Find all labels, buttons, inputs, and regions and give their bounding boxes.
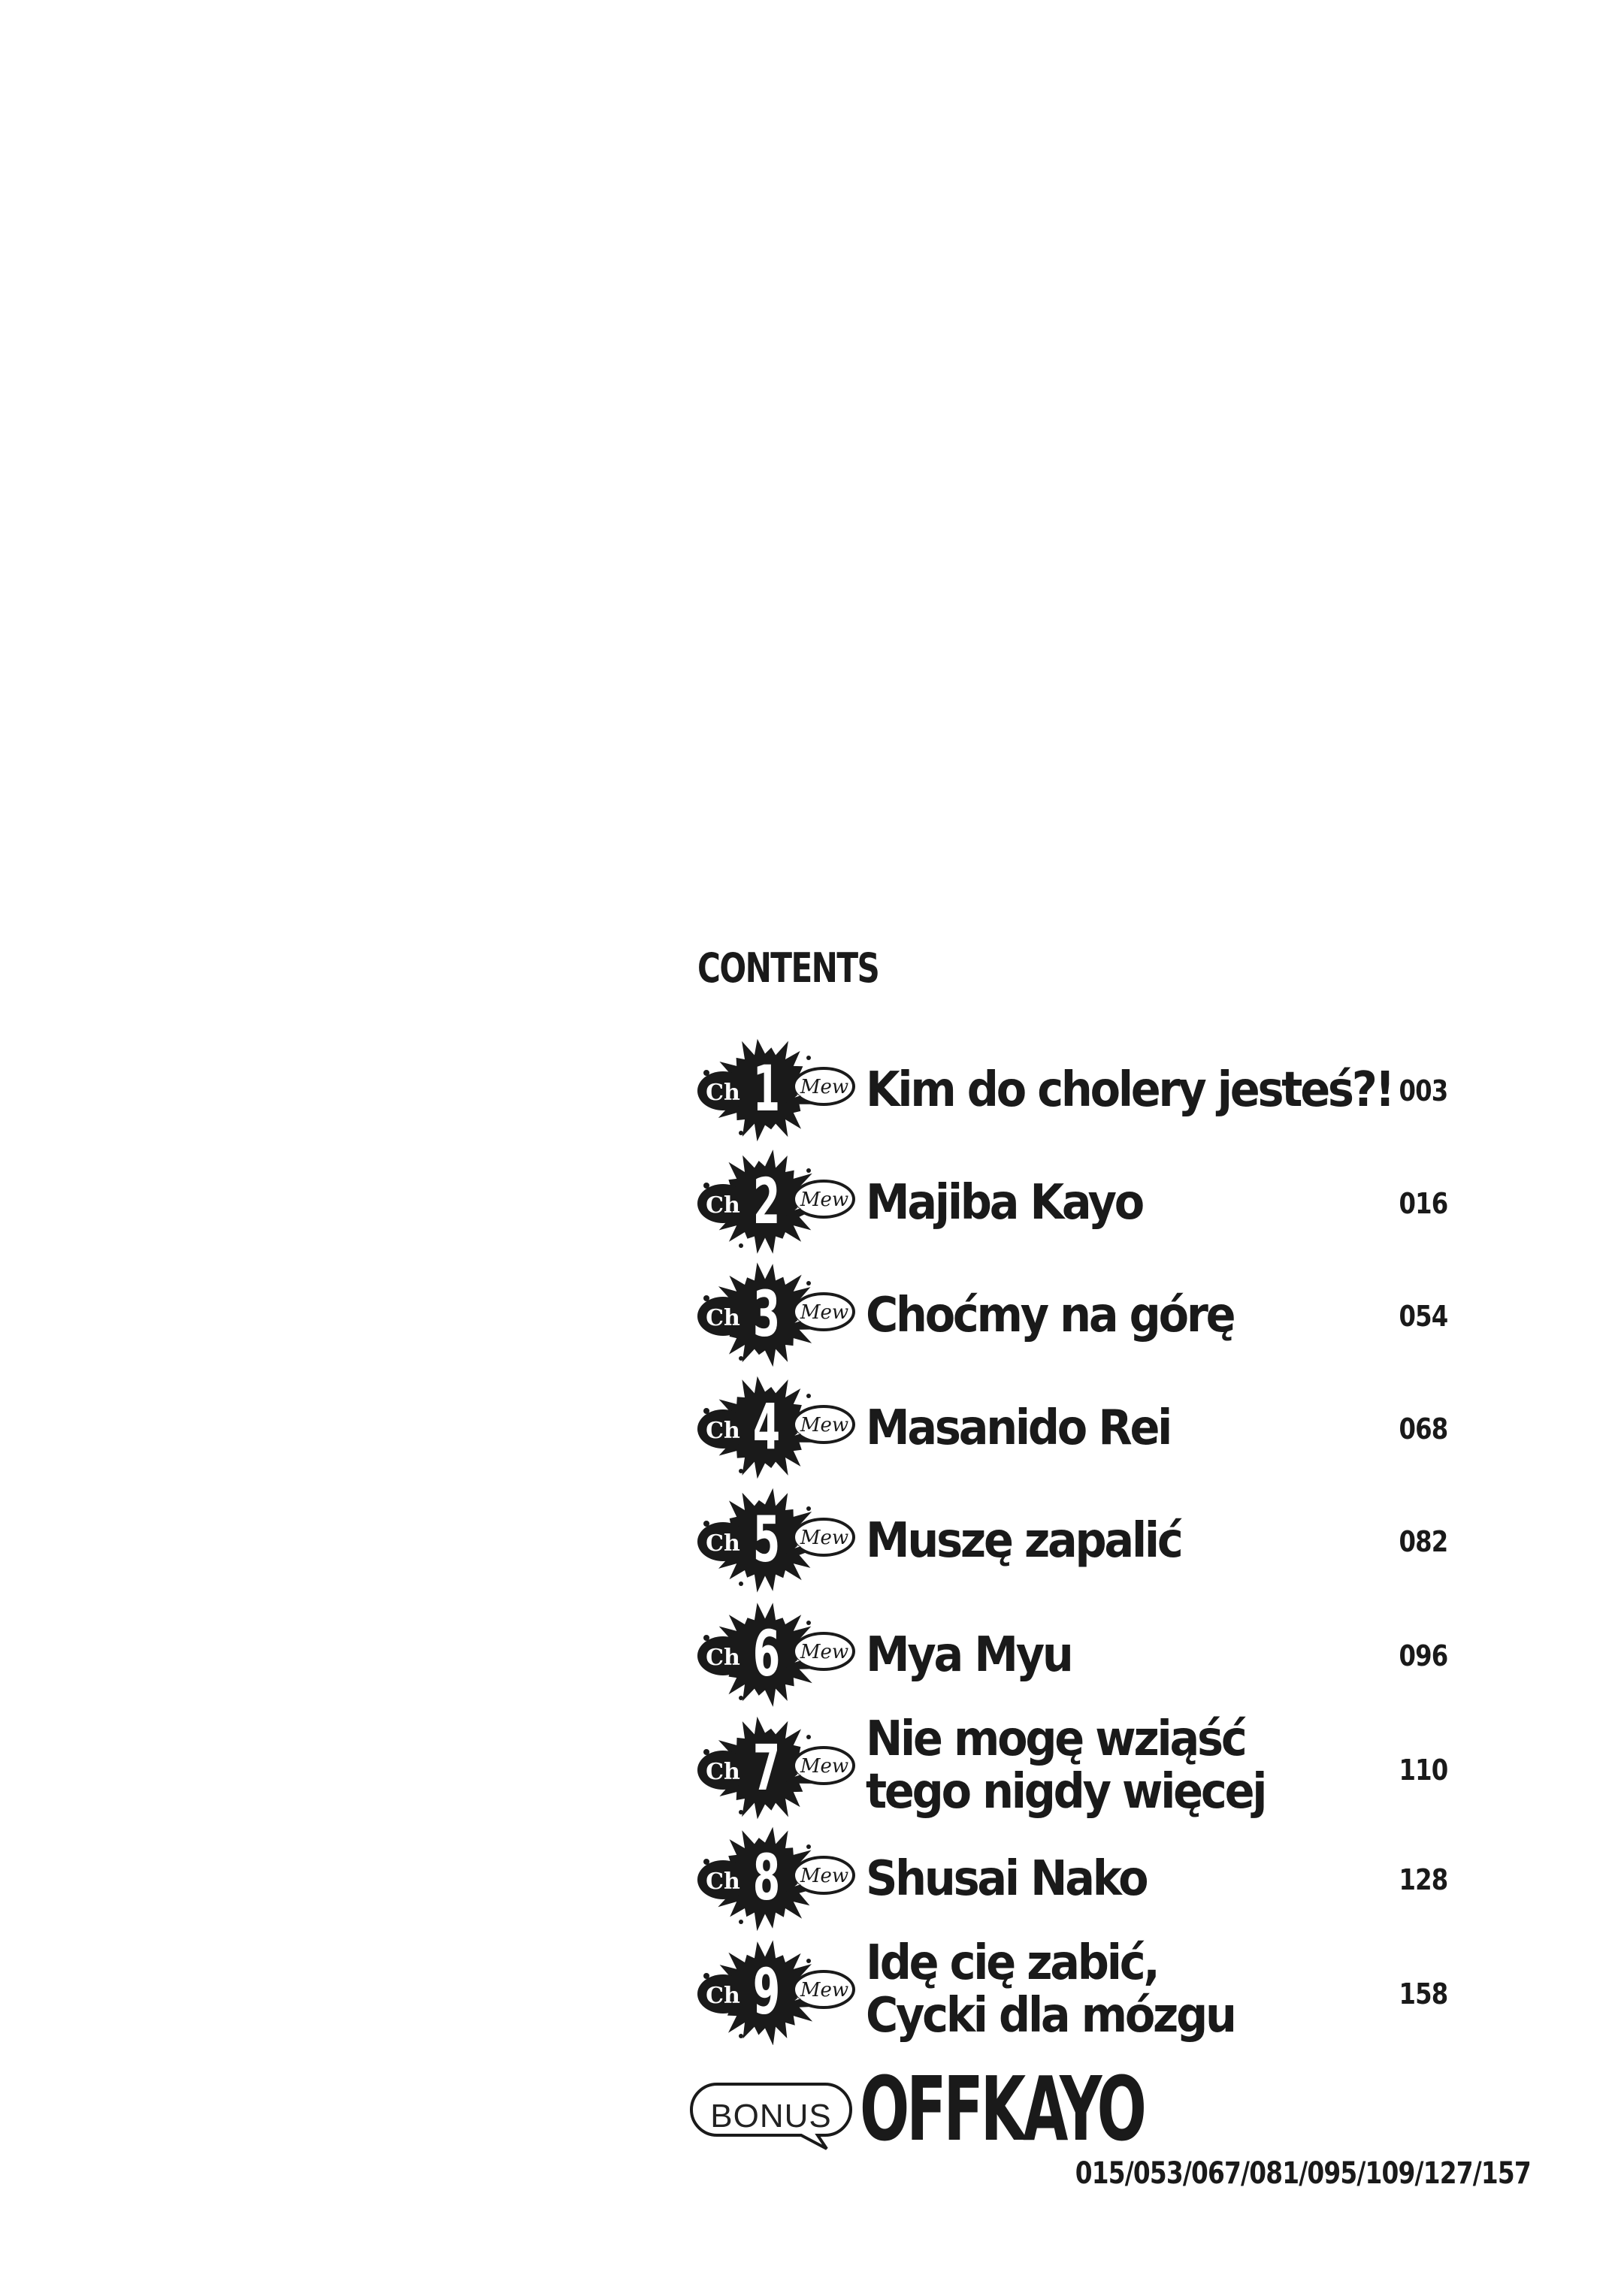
chapter-page-number: 110 — [1399, 1754, 1448, 1787]
badge-number-text: 9 — [753, 1956, 780, 2029]
chapter-badge-icon: Ch 8 Mew — [696, 1826, 857, 1931]
chapter-badge-graphic: Ch 9 Mew — [697, 1940, 855, 2045]
badge-number-text: 8 — [753, 1841, 780, 1914]
badge-suffix-text: Mew — [800, 1189, 848, 1211]
chapter-title: Nie mogę wziąść tego nigdy więcej — [866, 1711, 1267, 1820]
bonus-page-numbers: 015/053/067/081/095/109/127/157 — [1075, 2156, 1532, 2191]
speech-bubble-icon — [690, 2083, 852, 2150]
chapter-badge-icon: Ch 2 Mew — [696, 1150, 857, 1255]
chapter-title-line: Cycki dla mózgu — [866, 1988, 1237, 2044]
badge-prefix-text: Ch — [706, 1305, 740, 1331]
chapter-row-1[interactable]: Ch 1 Mew Kim do cholery jesteś?! 003 — [696, 1037, 1448, 1142]
bonus-label: BONUS — [710, 2098, 832, 2134]
chapter-badge-icon: Ch 5 Mew — [696, 1488, 857, 1593]
chapter-badge-graphic: Ch 1 Mew — [697, 1038, 855, 1142]
badge-prefix-text: Ch — [706, 1192, 740, 1219]
chapter-title: Kim do cholery jesteś?! — [866, 1062, 1396, 1118]
chapter-title: Muszę zapalić — [866, 1513, 1184, 1569]
chapter-badge-icon: Ch 6 Mew — [696, 1602, 857, 1707]
chapter-title-line: Majiba Kayo — [866, 1175, 1145, 1231]
chapter-badge-icon: Ch 1 Mew — [696, 1037, 857, 1142]
chapter-title: Shusai Nako — [866, 1851, 1149, 1907]
chapter-badge-graphic: Ch 2 Mew — [697, 1150, 855, 1254]
chapter-row-5[interactable]: Ch 5 Mew Muszę zapalić 082 — [696, 1488, 1448, 1593]
badge-prefix-text: Ch — [706, 1645, 740, 1671]
badge-number-text: 7 — [753, 1732, 780, 1805]
chapter-title-line: Nie mogę wziąść — [866, 1711, 1248, 1767]
chapter-title-line: tego nigdy więcej — [866, 1764, 1267, 1820]
chapter-row-7[interactable]: Ch 7 Mew Nie mogę wziąść tego nigdy więcej… — [696, 1711, 1448, 1821]
chapter-badge-icon: Ch 4 Mew — [696, 1375, 857, 1480]
badge-suffix-text: Mew — [800, 1641, 848, 1663]
chapter-badge-graphic: Ch 7 Mew — [697, 1716, 855, 1820]
chapter-row-2[interactable]: Ch 2 Mew Majiba Kayo 016 — [696, 1150, 1448, 1255]
chapter-row-6[interactable]: Ch 6 Mew Mya Myu 096 — [696, 1602, 1448, 1707]
badge-prefix-text: Ch — [706, 1869, 740, 1895]
chapter-title-line: Masanido Rei — [866, 1400, 1172, 1456]
chapter-badge-graphic: Ch 3 Mew — [697, 1262, 855, 1367]
badge-prefix-text: Ch — [706, 1983, 740, 2009]
chapter-row-4[interactable]: Ch 4 Mew Masanido Rei 068 — [696, 1375, 1448, 1480]
chapter-row-9[interactable]: Ch 9 Mew Idę cię zabić, Cycki dla mózgu 15… — [696, 1935, 1448, 2045]
bonus-row[interactable]: BONUS OFFKAYO — [688, 2059, 1447, 2171]
chapter-title-line: Mya Myu — [866, 1627, 1074, 1683]
chapter-page-number: 016 — [1399, 1187, 1448, 1220]
chapter-title-line: Muszę zapalić — [866, 1513, 1184, 1569]
badge-number-text: 2 — [753, 1165, 780, 1238]
chapter-page-number: 158 — [1399, 1977, 1448, 2011]
badge-number-text: 1 — [753, 1053, 780, 1125]
chapter-badge-graphic: Ch 5 Mew — [697, 1488, 855, 1593]
chapter-page-number: 096 — [1399, 1639, 1448, 1672]
contents-heading: CONTENTS — [697, 944, 880, 992]
badge-number-text: 6 — [753, 1618, 780, 1690]
chapter-title: Idę cię zabić, Cycki dla mózgu — [866, 1935, 1237, 2044]
badge-suffix-text: Mew — [800, 1755, 848, 1778]
chapter-badge-graphic: Ch 8 Mew — [697, 1826, 855, 1931]
badge-prefix-text: Ch — [706, 1418, 740, 1444]
badge-suffix-text: Mew — [800, 1076, 848, 1098]
badge-suffix-text: Mew — [800, 1865, 848, 1887]
chapter-page-number: 128 — [1399, 1863, 1448, 1896]
chapter-row-3[interactable]: Ch 3 Mew Choćmy na górę 054 — [696, 1262, 1448, 1367]
chapter-badge-graphic: Ch 4 Mew — [697, 1376, 855, 1479]
chapter-title-line: Shusai Nako — [866, 1851, 1149, 1907]
chapter-page-number: 068 — [1399, 1412, 1448, 1446]
badge-number-text: 5 — [753, 1503, 780, 1576]
chapter-title: Masanido Rei — [866, 1400, 1172, 1456]
chapter-title-line: Kim do cholery jesteś?! — [866, 1062, 1396, 1118]
badge-number-text: 4 — [753, 1391, 780, 1464]
chapter-title: Majiba Kayo — [866, 1175, 1145, 1231]
badge-suffix-text: Mew — [800, 1301, 848, 1324]
badge-prefix-text: Ch — [706, 1530, 740, 1557]
chapter-title-line: Choćmy na górę — [866, 1288, 1236, 1343]
chapter-title: Choćmy na górę — [866, 1288, 1236, 1343]
chapter-page-number: 003 — [1399, 1074, 1448, 1107]
chapter-page-number: 054 — [1399, 1300, 1448, 1333]
badge-prefix-text: Ch — [706, 1759, 740, 1785]
badge-number-text: 3 — [753, 1278, 780, 1351]
bonus-title: OFFKAYO — [860, 2057, 1147, 2161]
chapter-badge-graphic: Ch 6 Mew — [697, 1603, 855, 1707]
chapter-row-8[interactable]: Ch 8 Mew Shusai Nako 128 — [696, 1826, 1448, 1931]
badge-prefix-text: Ch — [706, 1080, 740, 1106]
badge-suffix-text: Mew — [800, 1527, 848, 1549]
chapter-badge-icon: Ch 9 Mew — [696, 1940, 857, 2045]
badge-suffix-text: Mew — [800, 1414, 848, 1437]
chapter-title: Mya Myu — [866, 1627, 1074, 1683]
chapter-page-number: 082 — [1399, 1525, 1448, 1558]
chapter-title-line: Idę cię zabić, — [866, 1935, 1160, 1991]
chapter-badge-icon: Ch 3 Mew — [696, 1262, 857, 1367]
badge-suffix-text: Mew — [800, 1979, 848, 2001]
chapter-badge-icon: Ch 7 Mew — [696, 1716, 857, 1821]
